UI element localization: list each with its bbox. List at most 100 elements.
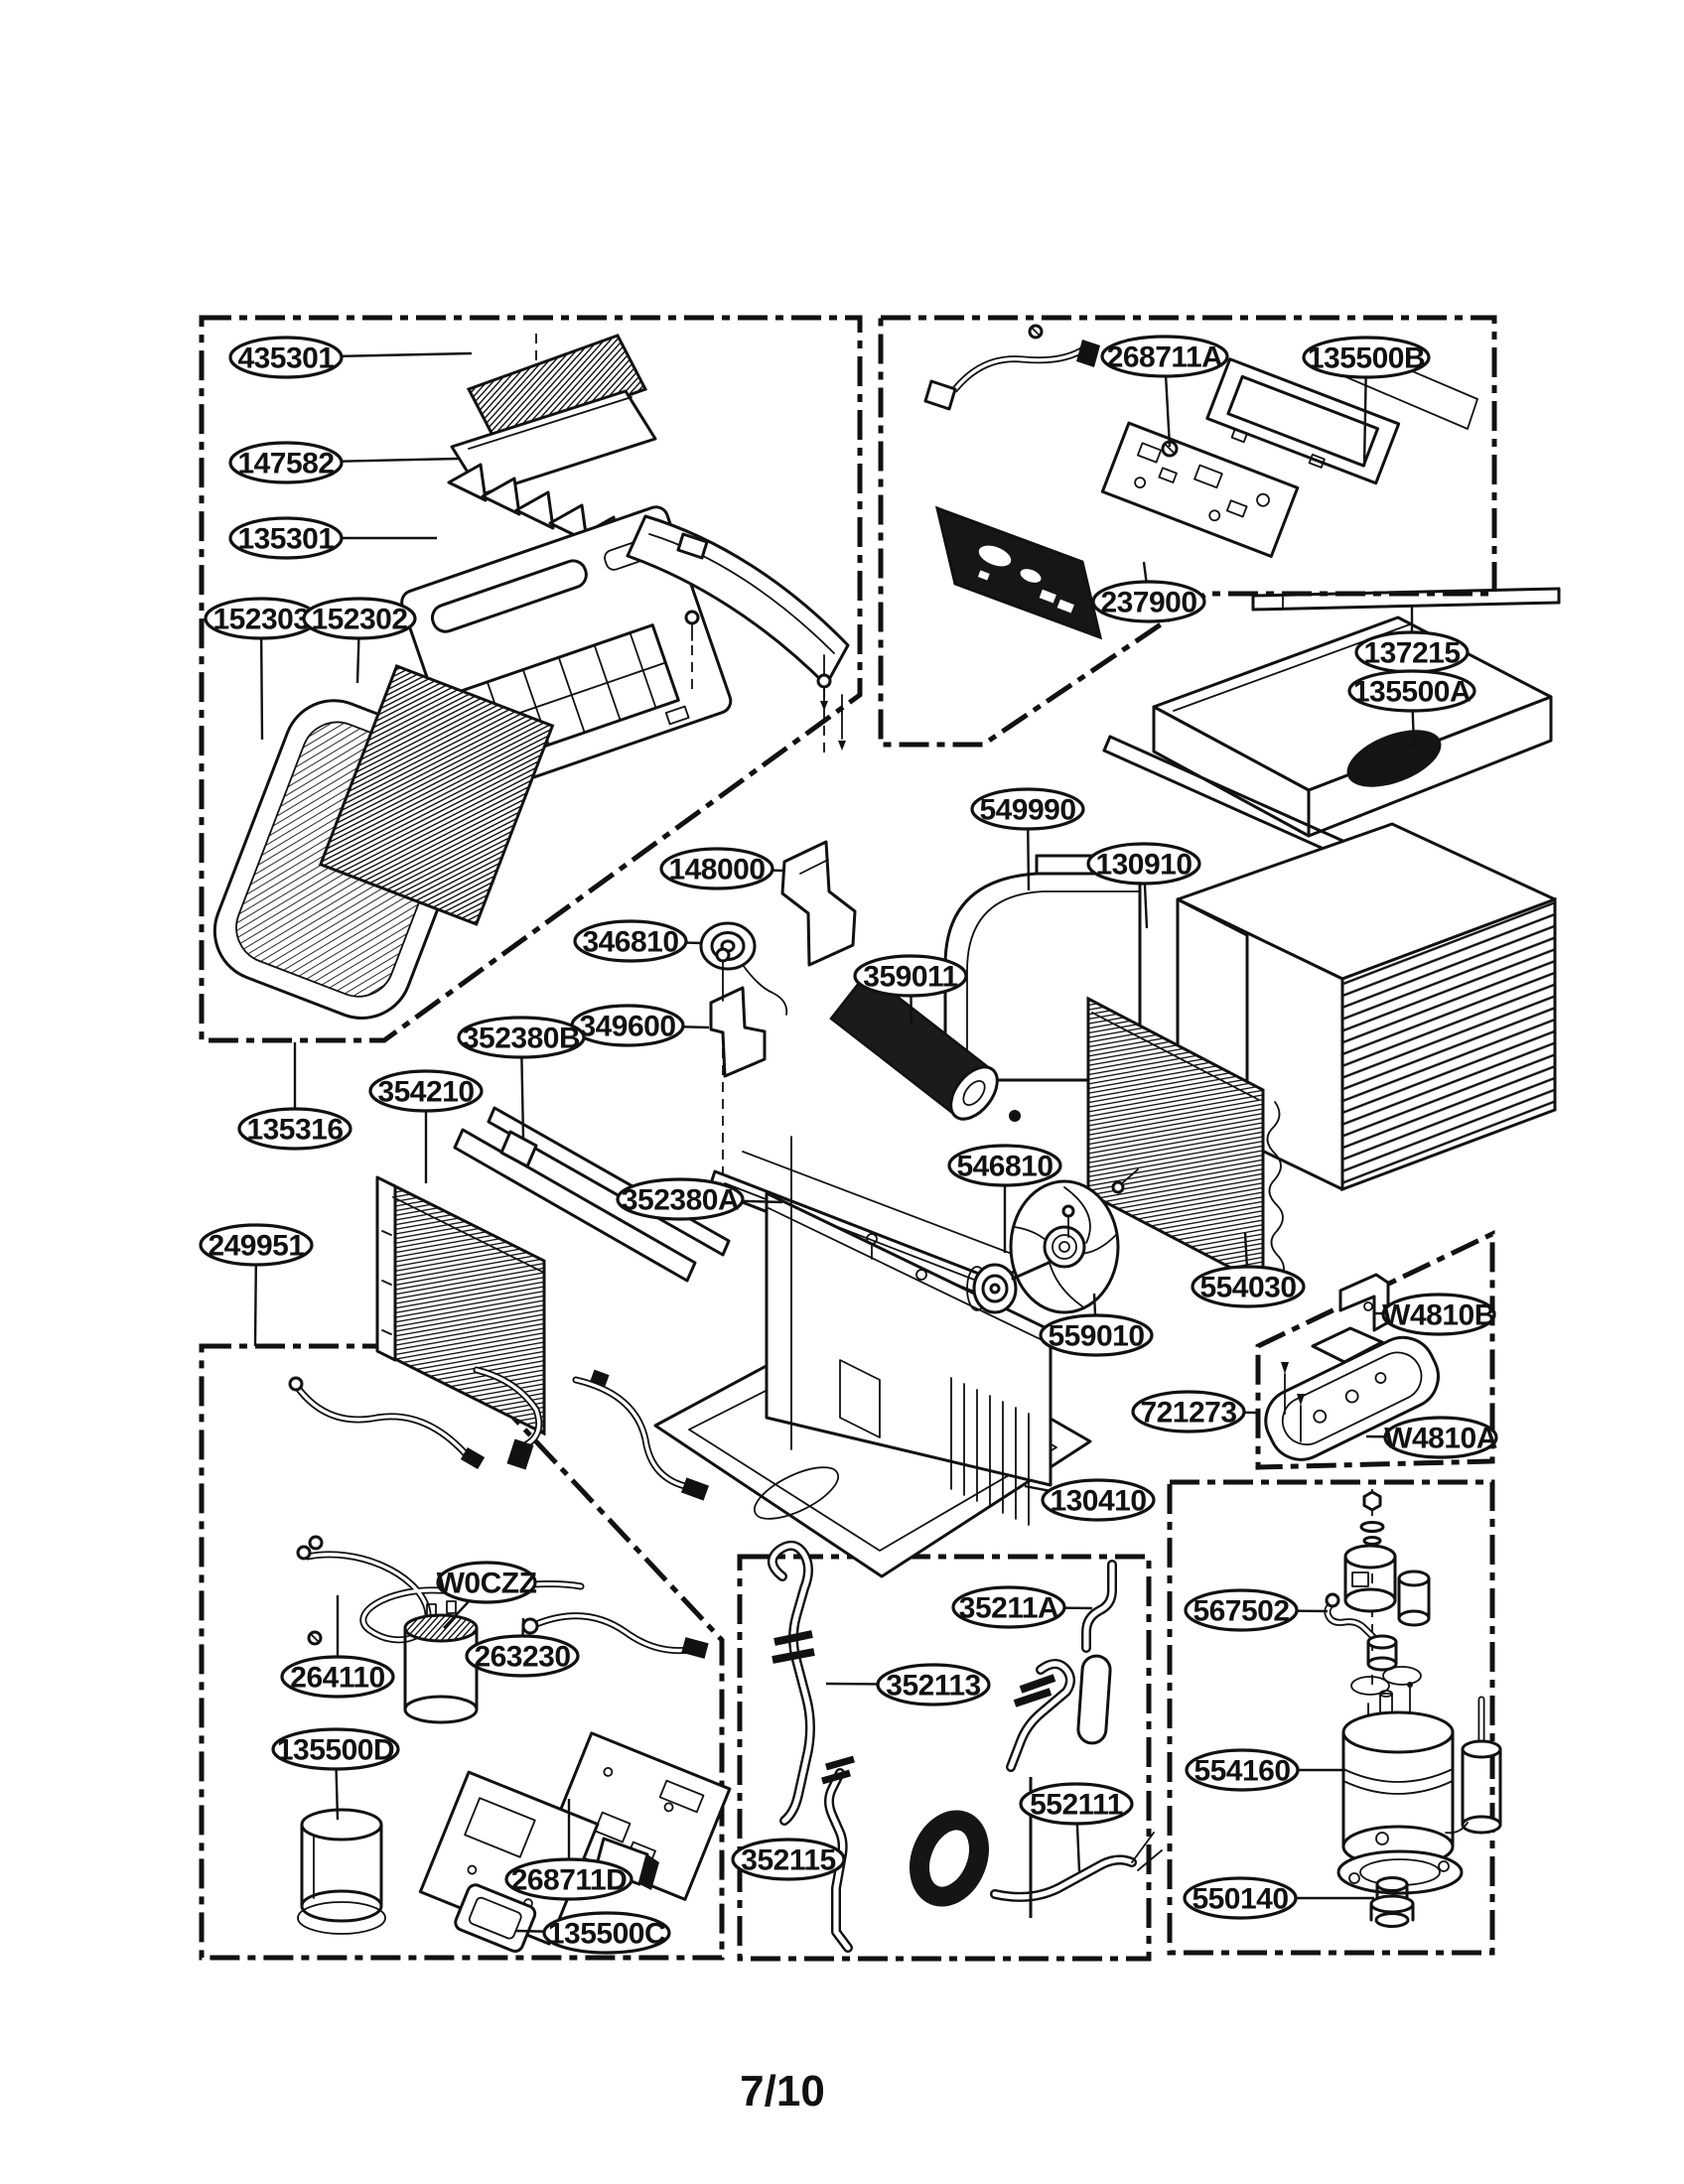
callout-554030[interactable]: 554030	[1191, 1232, 1306, 1308]
bubble-152302	[302, 597, 417, 640]
callout-130410[interactable]: 130410	[1024, 1478, 1156, 1522]
part-number-W4810A: W4810A	[1384, 1423, 1497, 1455]
page-number: 7/10	[740, 2067, 825, 2116]
part-number-559010: 559010	[1048, 1320, 1144, 1353]
part-left-condenser	[375, 1175, 546, 1436]
bubble-130410	[1041, 1478, 1156, 1522]
callout-147582[interactable]: 147582	[228, 441, 460, 484]
callout-137215[interactable]: 137215	[1354, 606, 1470, 674]
bubble-264110	[280, 1655, 395, 1699]
bubble-147582	[228, 441, 344, 484]
box-compressor-assembly	[1167, 1479, 1495, 1956]
part-number-554030: 554030	[1199, 1272, 1296, 1304]
part-number-249951: 249951	[208, 1230, 304, 1263]
bubble-721273	[1131, 1390, 1246, 1433]
part-shroud-can	[297, 1808, 386, 1935]
screw-a	[684, 610, 700, 695]
bubble-148000	[659, 847, 774, 890]
callout-135316[interactable]: 135316	[237, 1042, 352, 1151]
leader-554030	[1243, 1232, 1249, 1268]
callout-152303[interactable]: 152303	[204, 597, 319, 741]
callout-359011[interactable]: 359011	[853, 954, 968, 1025]
callout-135500B[interactable]: 135500B	[1302, 336, 1431, 468]
bubble-W4810B	[1381, 1293, 1496, 1336]
callout-435301[interactable]: 435301	[228, 336, 473, 379]
part-grommet	[1369, 1876, 1415, 1928]
part-number-152303: 152303	[212, 604, 309, 636]
callout-148000[interactable]: 148000	[659, 847, 785, 890]
callout-268711D[interactable]: 268711D	[504, 1799, 633, 1901]
bubble-546810	[947, 1144, 1062, 1187]
callout-552111[interactable]: 552111	[1019, 1782, 1134, 1872]
callout-352113[interactable]: 352113	[825, 1663, 991, 1706]
callout-346810[interactable]: 346810	[573, 919, 702, 963]
callout-549990[interactable]: 549990	[970, 787, 1085, 891]
bubble-249951	[199, 1223, 314, 1267]
callout-567502[interactable]: 567502	[1184, 1588, 1329, 1632]
bubble-552111	[1019, 1782, 1134, 1826]
callout-135500D[interactable]: 135500D	[271, 1727, 400, 1821]
part-number-237900: 237900	[1100, 587, 1196, 619]
part-number-549990: 549990	[979, 794, 1075, 827]
part-base-pan	[653, 1136, 1092, 1578]
part-number-W4810B: W4810B	[1382, 1299, 1495, 1332]
callout-263230[interactable]: 263230	[465, 1617, 580, 1678]
part-curtain-rail	[1251, 587, 1561, 612]
bubble-135500B	[1302, 336, 1431, 379]
callout-135301[interactable]: 135301	[228, 516, 437, 560]
diagram-art	[212, 324, 1561, 1953]
callout-352380B[interactable]: 352380B	[457, 1016, 586, 1140]
bubble-554160	[1185, 1748, 1300, 1792]
callout-352380A[interactable]: 352380A	[616, 1177, 783, 1221]
bubble-435301	[228, 336, 344, 379]
callout-237900[interactable]: 237900	[1091, 561, 1206, 623]
bubble-237900	[1091, 580, 1206, 623]
leader-147582	[341, 457, 460, 463]
part-number-268711A: 268711A	[1107, 341, 1223, 374]
part-number-352380B: 352380B	[463, 1023, 580, 1055]
part-number-354210: 354210	[377, 1076, 474, 1109]
callout-W4810B[interactable]: W4810B	[1374, 1293, 1496, 1336]
part-panel-frame	[1205, 357, 1401, 485]
part-capacitor	[403, 1600, 479, 1724]
callout-264110[interactable]: 264110	[280, 1595, 395, 1699]
bubble-135316	[237, 1107, 352, 1151]
callout-130910[interactable]: 130910	[1086, 842, 1201, 929]
callout-135500A[interactable]: 135500A	[1347, 669, 1476, 748]
part-number-268711D: 268711D	[511, 1864, 628, 1897]
callout-W4810A[interactable]: W4810A	[1365, 1416, 1498, 1459]
callout-554160[interactable]: 554160	[1185, 1748, 1345, 1792]
bubble-268711D	[504, 1857, 633, 1901]
bubble-352380B	[457, 1016, 586, 1059]
bubble-130910	[1086, 842, 1201, 886]
callout-559010[interactable]: 559010	[1039, 1293, 1154, 1357]
callout-546810[interactable]: 546810	[947, 1144, 1062, 1253]
part-tube-mid	[1006, 1659, 1075, 1772]
leader-135500D	[335, 1768, 340, 1821]
part-number-349600: 349600	[579, 1011, 675, 1043]
part-compressor	[1336, 1682, 1502, 1895]
part-support-bracket	[709, 947, 767, 1183]
leader-559010	[1092, 1293, 1097, 1316]
callout-35211A[interactable]: 35211A	[951, 1585, 1093, 1629]
callout-550140[interactable]: 550140	[1183, 1876, 1374, 1920]
callout-268711A[interactable]: 268711A	[1100, 335, 1229, 448]
callout-152302[interactable]: 152302	[302, 597, 417, 684]
leader-237900	[1142, 561, 1148, 583]
callout-354210[interactable]: 354210	[368, 1069, 484, 1183]
bubble-554030	[1191, 1265, 1306, 1308]
callout-721273[interactable]: 721273	[1131, 1390, 1257, 1433]
callout-W0CZZ[interactable]: W0CZZ	[436, 1561, 537, 1629]
leader-435301	[341, 351, 473, 358]
bubble-268711A	[1100, 335, 1229, 378]
callout-135500C[interactable]: 135500C	[515, 1911, 671, 1955]
callout-249951[interactable]: 249951	[199, 1223, 314, 1347]
leader-152303	[259, 637, 264, 741]
callout-352115[interactable]: 352115	[731, 1838, 846, 1881]
part-number-W0CZZ: W0CZZ	[437, 1568, 537, 1600]
part-number-135316: 135316	[246, 1114, 343, 1147]
part-pipe-552111	[990, 1777, 1163, 1918]
part-number-135500C: 135500C	[548, 1918, 665, 1951]
callout-349600[interactable]: 349600	[570, 1004, 710, 1047]
part-number-135500A: 135500A	[1353, 676, 1471, 709]
